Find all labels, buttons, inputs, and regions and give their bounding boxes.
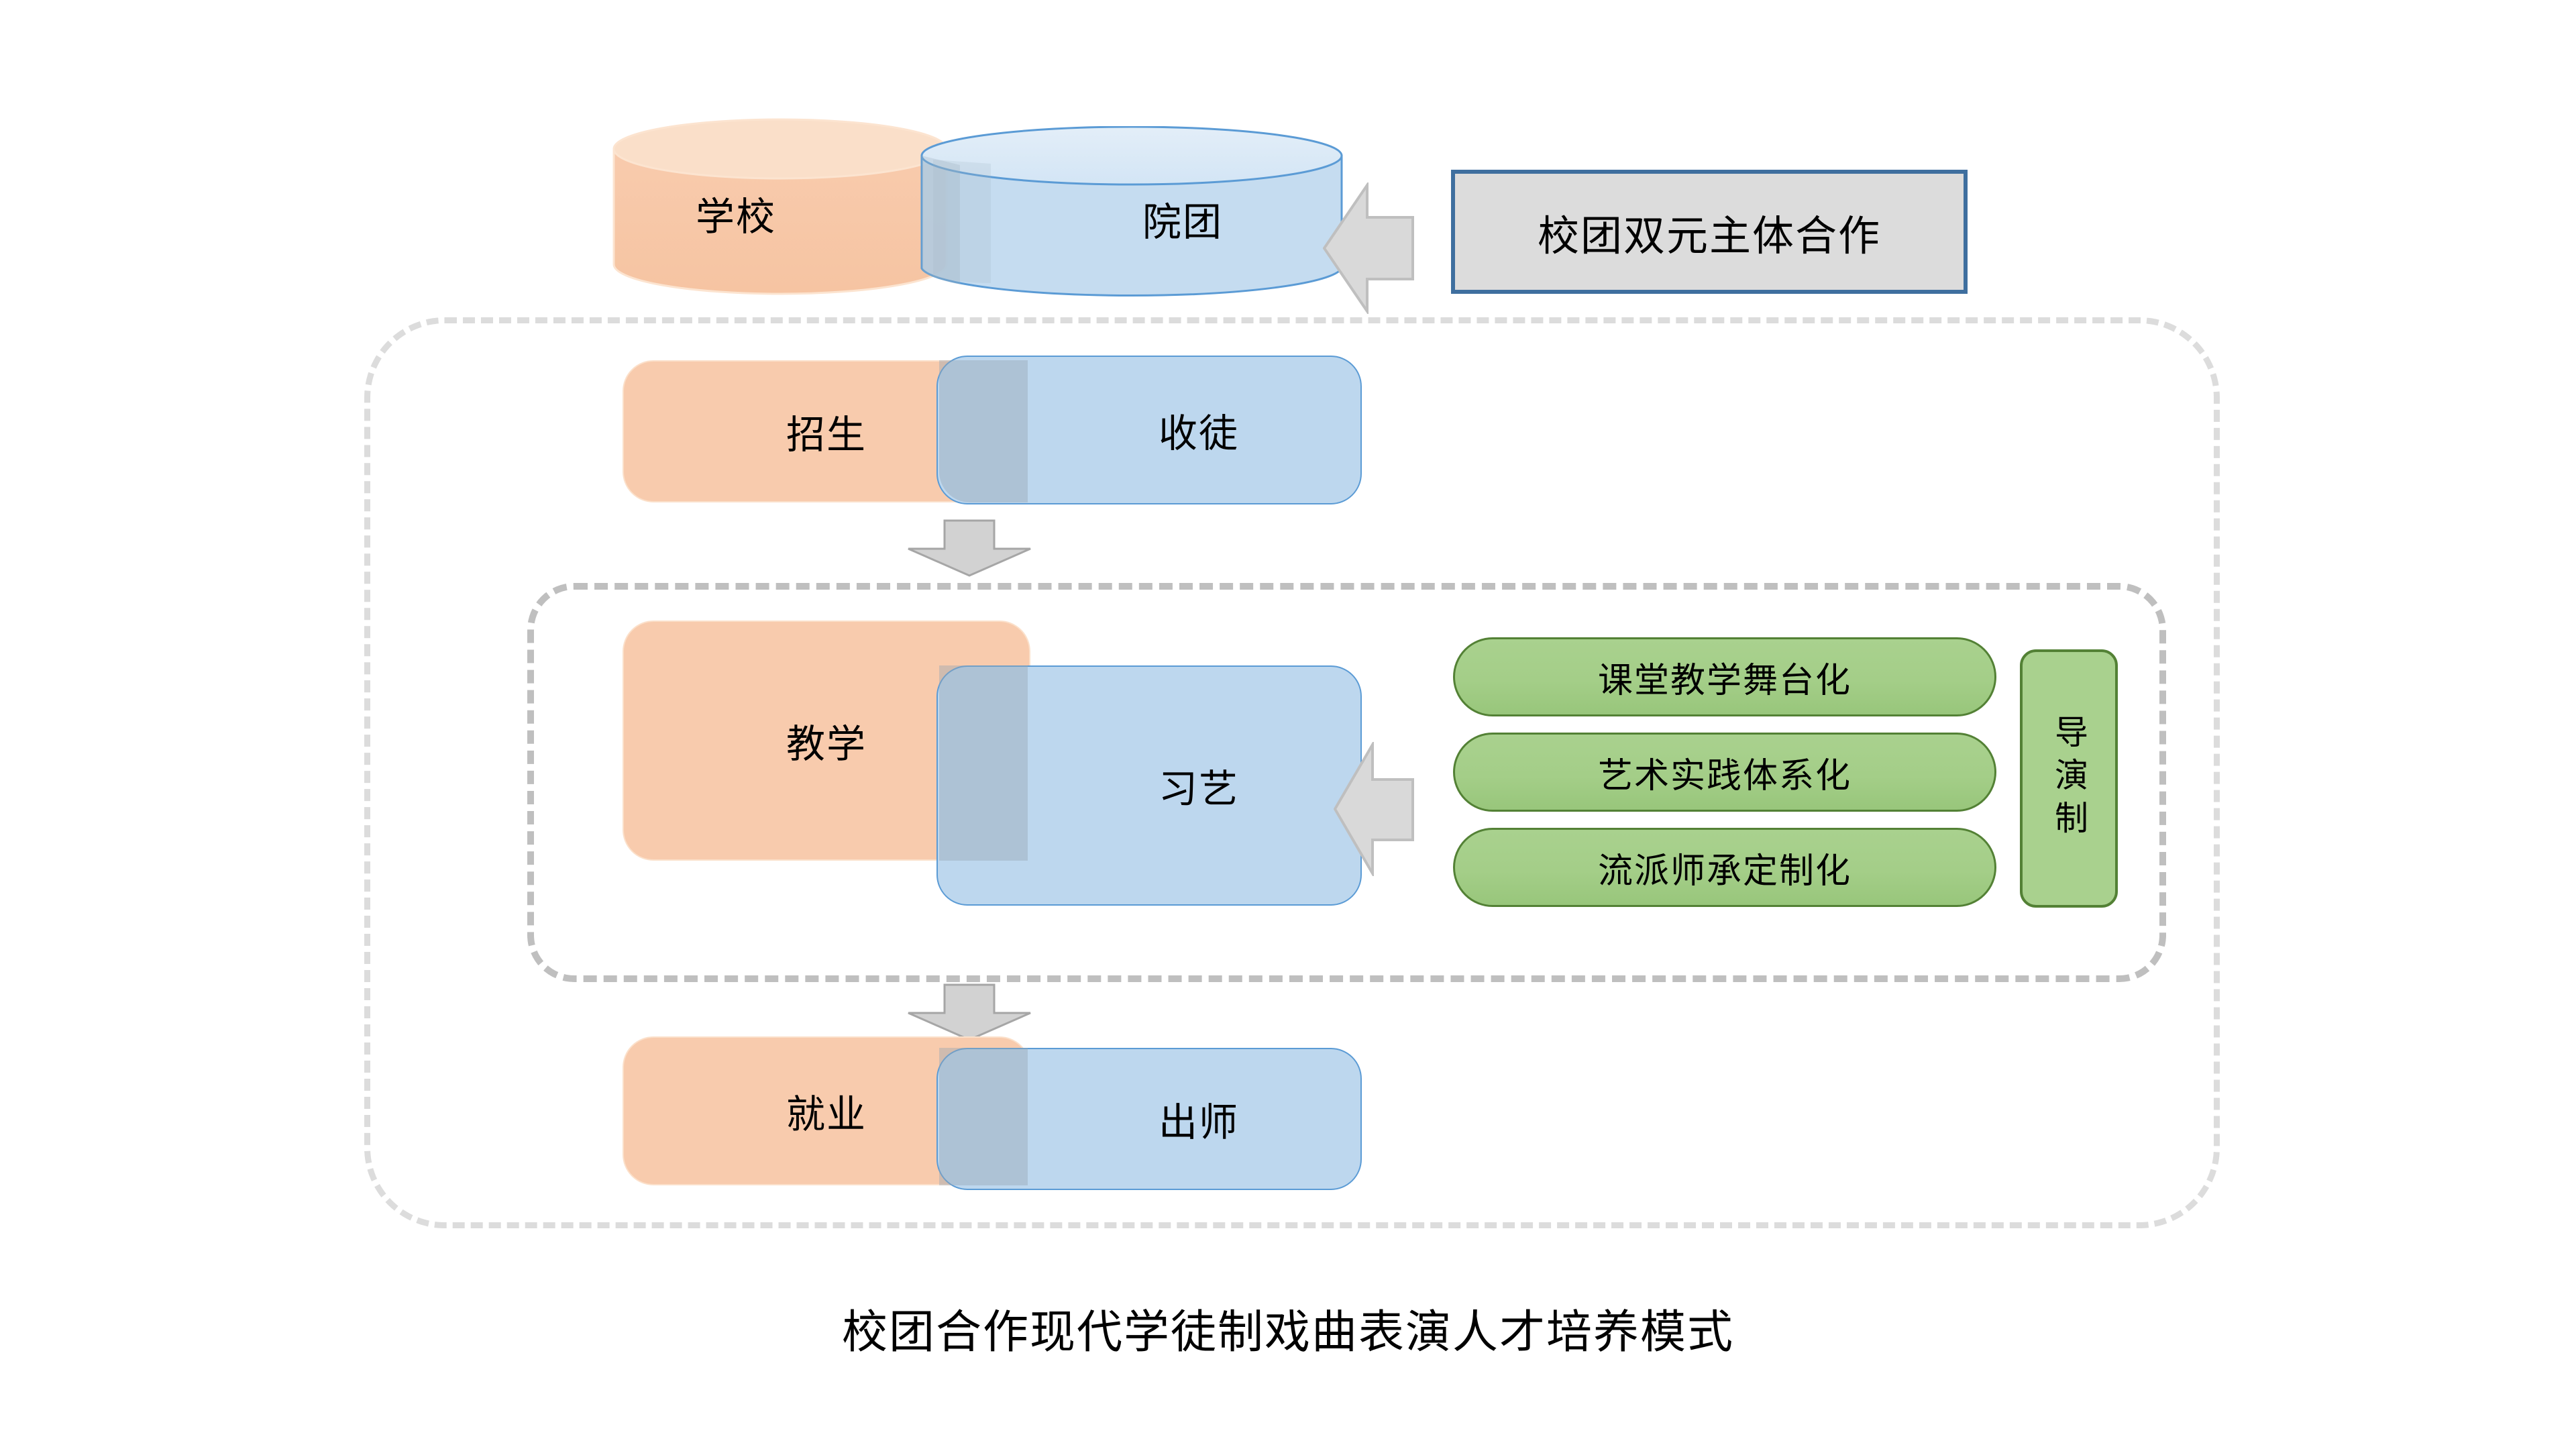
cylinder-icon xyxy=(920,125,1343,297)
green-pill-art-practice-system-label: 艺术实践体系化 xyxy=(1597,756,1851,796)
green-pill-classroom-stage[interactable]: 课堂教学舞台化 xyxy=(1453,637,1996,716)
cylinder-troupe-label: 院团 xyxy=(1142,201,1224,244)
arrow-down-icon xyxy=(908,519,1031,577)
box-employ-troupe[interactable]: 出师 xyxy=(936,1048,1362,1190)
callout-cooperation-label: 校团双元主体合作 xyxy=(1537,213,1881,260)
cylinder-school-label: 学校 xyxy=(696,195,777,239)
box-teach-troupe[interactable]: 习艺 xyxy=(936,665,1362,906)
green-pill-art-practice-system[interactable]: 艺术实践体系化 xyxy=(1453,733,1996,812)
box-employ-troupe-label: 出师 xyxy=(1158,1101,1239,1144)
cylinder-troupe[interactable]: 院团 xyxy=(920,125,1344,301)
box-teach-troupe-label: 习艺 xyxy=(1158,767,1239,811)
box-director-system[interactable]: 导演制 xyxy=(2020,649,2118,908)
callout-cooperation[interactable]: 校团双元主体合作 xyxy=(1451,170,1968,294)
box-employ-school-label: 就业 xyxy=(786,1093,867,1136)
arrow-left-icon xyxy=(1322,180,1414,316)
cylinder-school[interactable]: 学校 xyxy=(612,118,948,295)
inner-dashed-frame xyxy=(527,583,2166,982)
diagram-caption: 校团合作现代学徒制戏曲表演人才培养模式 xyxy=(841,1307,1734,1358)
outer-dashed-frame xyxy=(364,317,2220,1228)
box-teach-school-label: 教学 xyxy=(786,722,867,766)
box-recruit-school-label: 招生 xyxy=(786,413,867,457)
green-pill-school-lineage-custom-label: 流派师承定制化 xyxy=(1597,851,1851,891)
arrow-left-icon xyxy=(1333,739,1414,879)
arrow-left-to-troupe xyxy=(1322,180,1414,316)
arrow-down-icon xyxy=(908,983,1031,1041)
green-pill-classroom-stage-label: 课堂教学舞台化 xyxy=(1597,661,1851,700)
arrow-down-teach-to-employ xyxy=(906,983,1033,1041)
box-director-system-label: 导演制 xyxy=(2050,714,2088,843)
box-recruit-troupe-label: 收徒 xyxy=(1158,412,1239,455)
cylinder-icon xyxy=(612,118,948,295)
arrow-left-to-practice xyxy=(1333,739,1414,879)
box-recruit-troupe[interactable]: 收徒 xyxy=(936,356,1362,504)
green-pill-school-lineage-custom[interactable]: 流派师承定制化 xyxy=(1453,828,1996,907)
arrow-down-recruit-to-teach xyxy=(906,519,1033,577)
